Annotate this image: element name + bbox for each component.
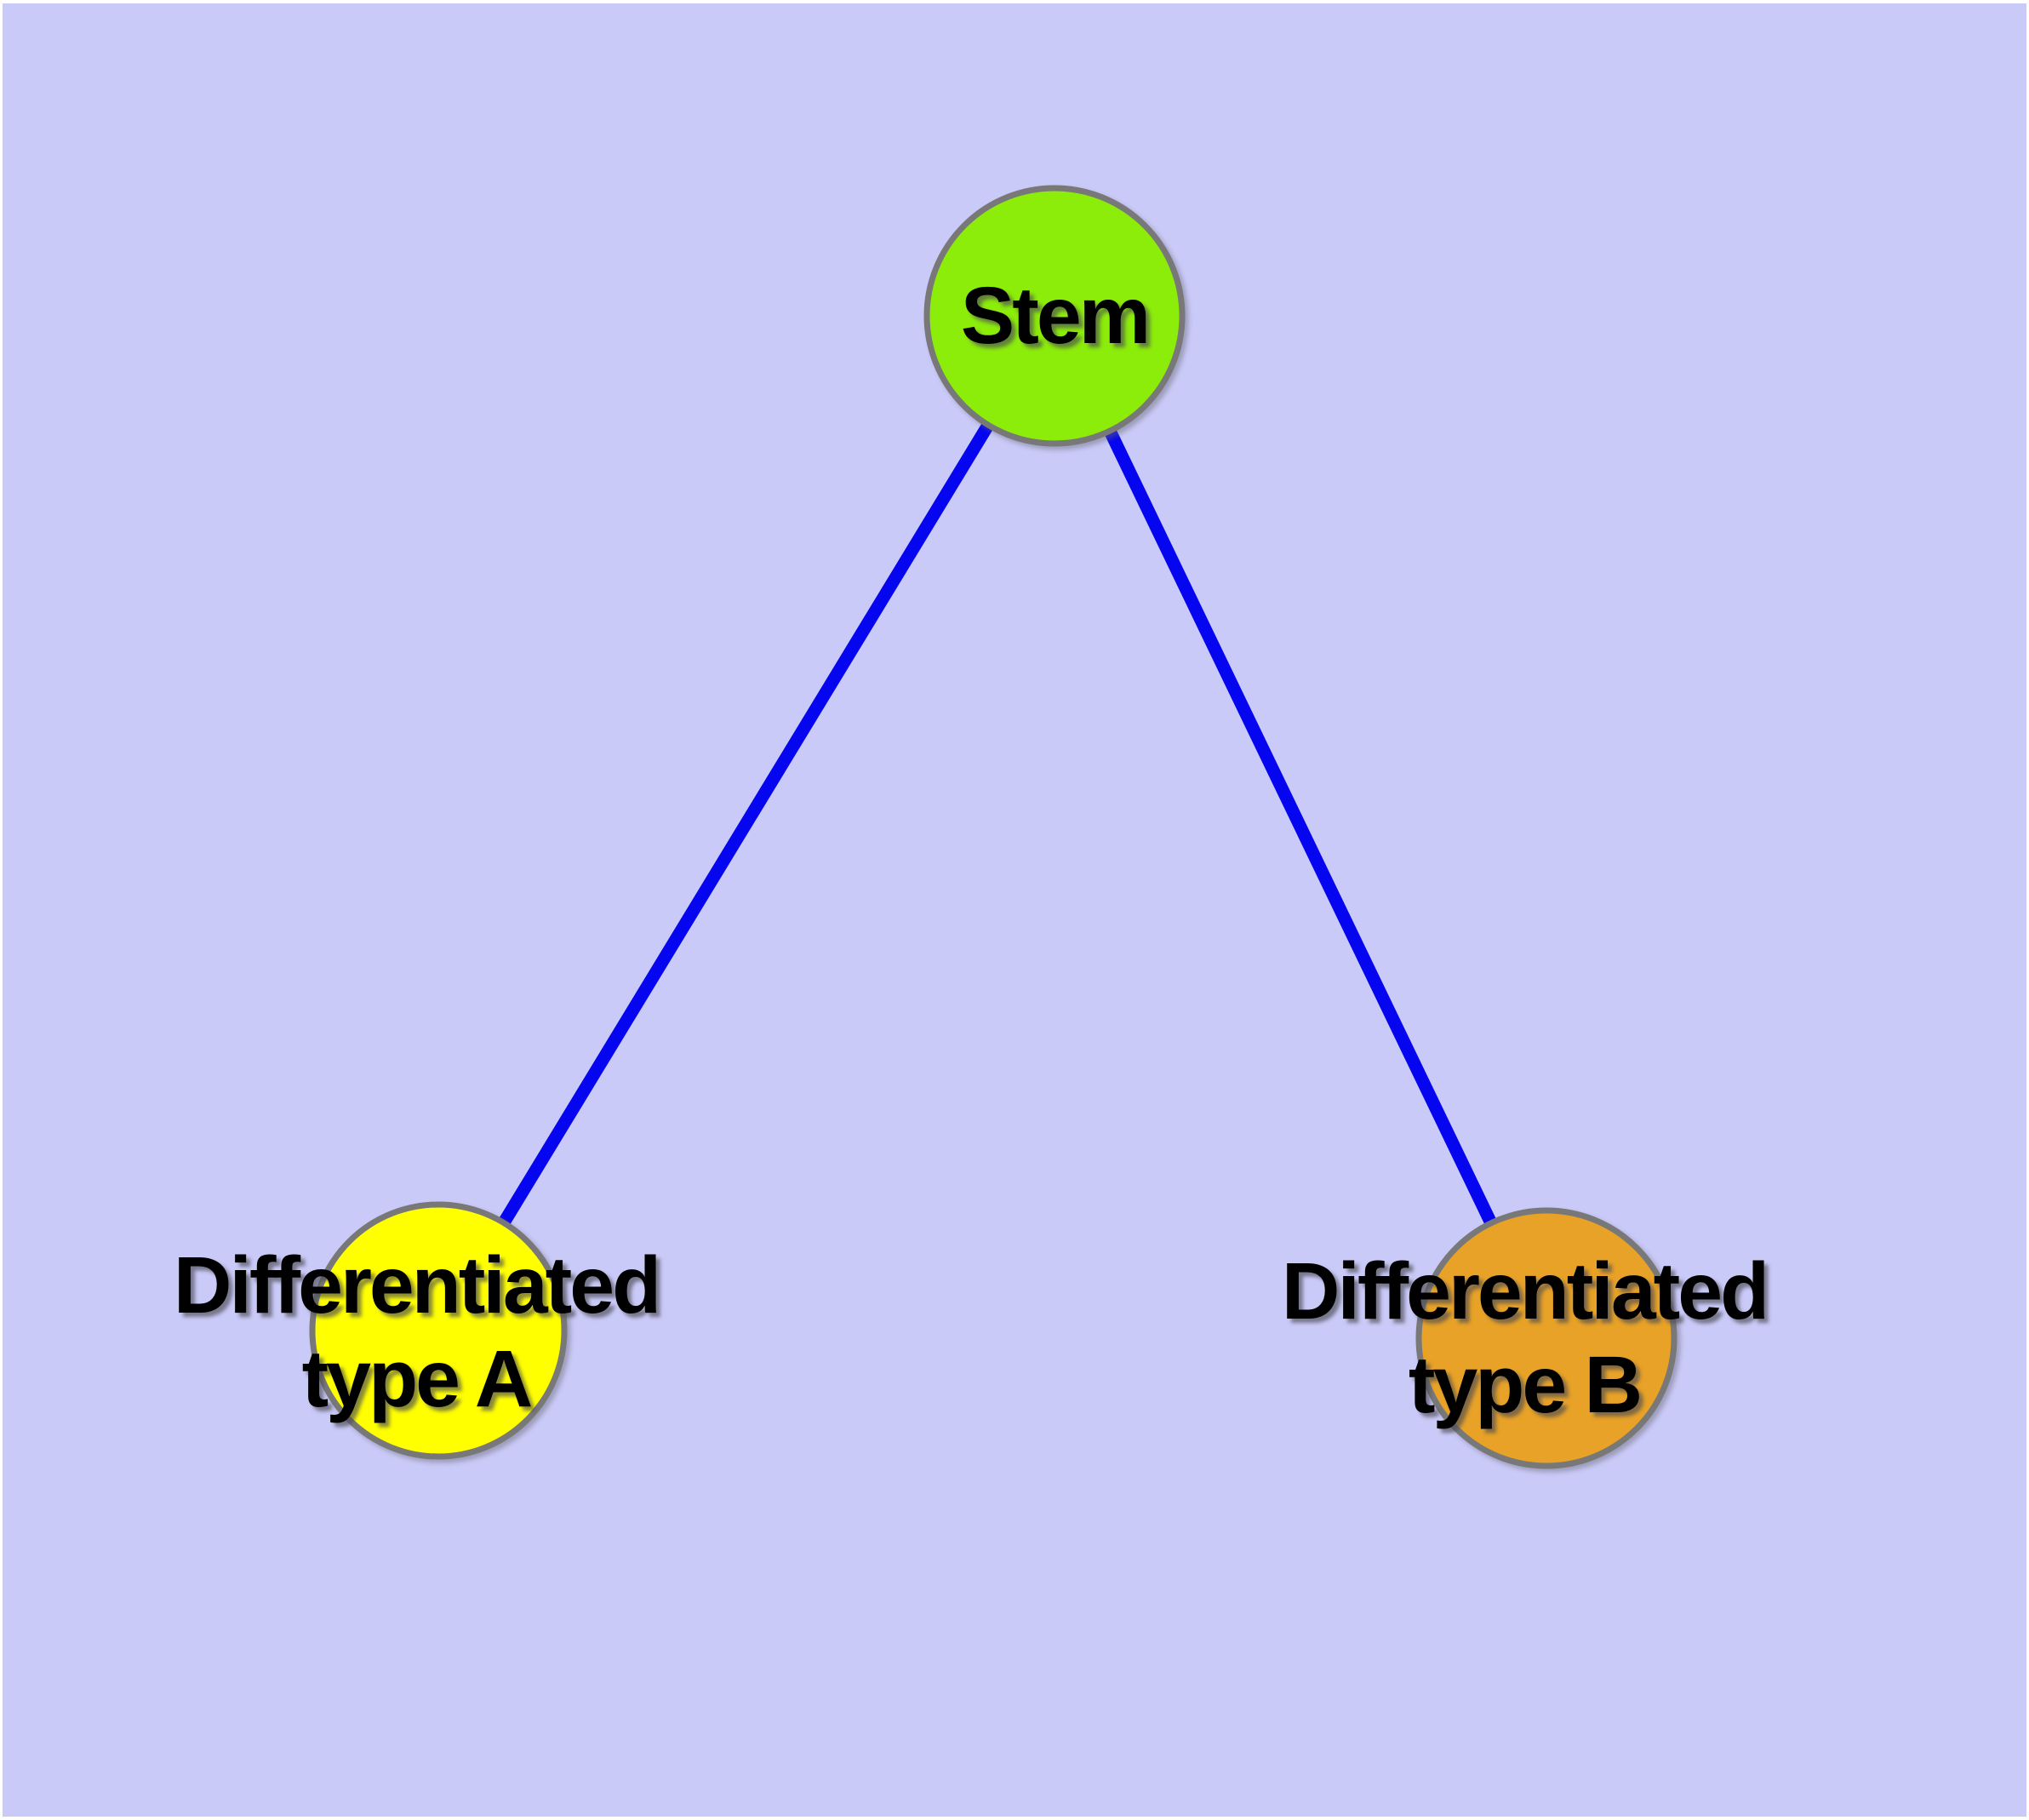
edge-stem-to-typeA <box>432 309 1061 1337</box>
node-typeB-label: Differentiated type B <box>1281 1245 1769 1432</box>
node-stem-label-line: Stem <box>960 271 1151 361</box>
node-typeB-label-line1: Differentiated <box>1281 1246 1769 1336</box>
node-typeA-label-line2: type A <box>301 1334 534 1424</box>
node-stem-label: Stem <box>960 269 1151 363</box>
node-typeB-label-line2: type B <box>1408 1340 1643 1430</box>
edge-stem-to-typeB <box>1048 309 1553 1345</box>
node-typeB-circle <box>1415 1207 1677 1469</box>
node-stem-circle <box>923 185 1186 447</box>
node-typeA-circle <box>309 1201 568 1460</box>
node-typeA-label: Differentiated type A <box>173 1239 661 1426</box>
node-typeA-label-line1: Differentiated <box>173 1240 661 1331</box>
